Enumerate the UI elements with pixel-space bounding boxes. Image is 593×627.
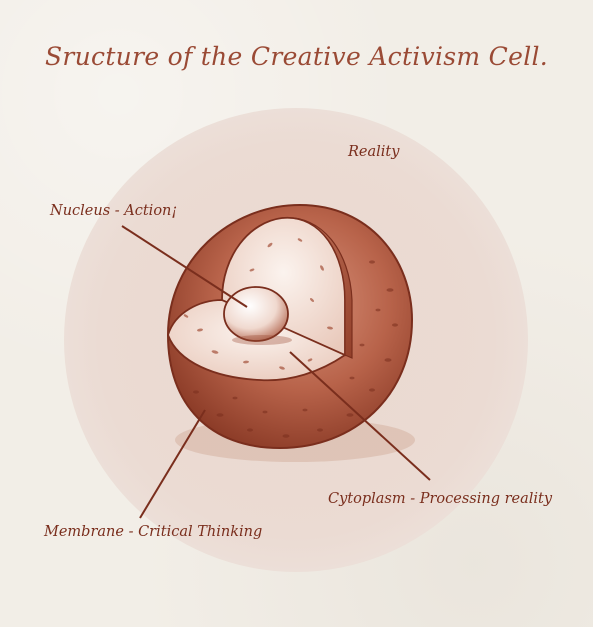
- cytoplasm-texture: [183, 238, 333, 370]
- label-membrane: Membrane - Critical Thinking: [44, 524, 263, 540]
- membrane-leader-line: [139, 409, 206, 519]
- shell-texture: [193, 260, 398, 438]
- cytoplasm-leader-line: [289, 351, 431, 481]
- label-reality: Reality: [348, 144, 400, 160]
- label-cytoplasm: Cytoplasm - Processing reality: [328, 491, 553, 507]
- membrane-cut-edge: [281, 217, 353, 359]
- diagram-title: Sructure of the Creative Activism Cell.: [44, 42, 549, 71]
- nucleus-leader-line: [121, 225, 248, 308]
- nucleus: [223, 286, 289, 342]
- nucleus-shadow: [232, 335, 292, 345]
- label-nucleus: Nucleus - Action¡: [50, 203, 178, 219]
